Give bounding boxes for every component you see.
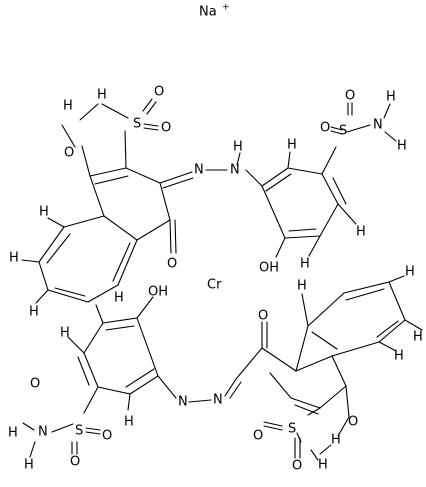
atom-h: H xyxy=(356,225,366,240)
atom-o: O xyxy=(292,459,302,474)
atom-n: N xyxy=(178,395,188,410)
hydroxyl-label: OH xyxy=(148,285,168,300)
atom-h: H xyxy=(413,330,423,345)
atom-o: O xyxy=(30,377,40,392)
atom-n: N xyxy=(194,163,204,178)
atom-o: O xyxy=(70,455,80,470)
atom-h: H xyxy=(331,433,341,448)
atom-s: S xyxy=(339,124,347,139)
atom-h: H xyxy=(60,326,70,341)
atom-o: O xyxy=(345,89,355,104)
atom-h: H xyxy=(63,99,73,114)
atom-h: H xyxy=(394,349,404,364)
atom-n: N xyxy=(373,118,383,133)
atom-o: O xyxy=(154,85,164,100)
sodium-label: Na xyxy=(199,5,217,20)
atom-h: H xyxy=(9,251,19,266)
chromium-label: Cr xyxy=(207,278,222,293)
atom-n: N xyxy=(230,163,240,178)
atom-h: H xyxy=(318,458,328,473)
atom-n: N xyxy=(38,425,48,440)
atom-s: S xyxy=(133,117,141,132)
hydroxyl-label: OH xyxy=(259,261,279,276)
atom-h: H xyxy=(24,458,34,473)
atom-h: H xyxy=(300,257,310,272)
atom-h: H xyxy=(114,291,124,306)
atom-s: S xyxy=(288,422,296,437)
upper-ligand xyxy=(21,98,397,304)
atom-o: O xyxy=(161,121,171,136)
atom-h: H xyxy=(386,90,396,105)
atom-h: H xyxy=(124,415,134,430)
atom-h: H xyxy=(39,205,49,220)
atom-h: H xyxy=(29,305,39,320)
atom-h: H xyxy=(297,279,307,294)
atom-o: O xyxy=(167,257,177,272)
atom-labels: Na + Cr H H O S O O H H H O N N H H S O … xyxy=(8,3,423,474)
atom-h: H xyxy=(287,138,297,153)
atom-h: H xyxy=(233,140,243,155)
atom-h: H xyxy=(405,265,415,280)
atom-o: O xyxy=(64,146,74,161)
atom-o: O xyxy=(253,429,263,444)
atom-n: N xyxy=(213,393,223,408)
atom-o: O xyxy=(348,415,358,430)
sodium-charge: + xyxy=(222,3,230,13)
atom-o: O xyxy=(258,309,268,324)
atom-o: O xyxy=(320,121,330,136)
atom-s: S xyxy=(75,424,83,439)
atom-o: O xyxy=(102,429,112,444)
atom-h: H xyxy=(97,88,107,103)
atom-h: H xyxy=(8,426,18,441)
lower-ligand xyxy=(22,275,423,461)
atom-h: H xyxy=(397,139,407,154)
